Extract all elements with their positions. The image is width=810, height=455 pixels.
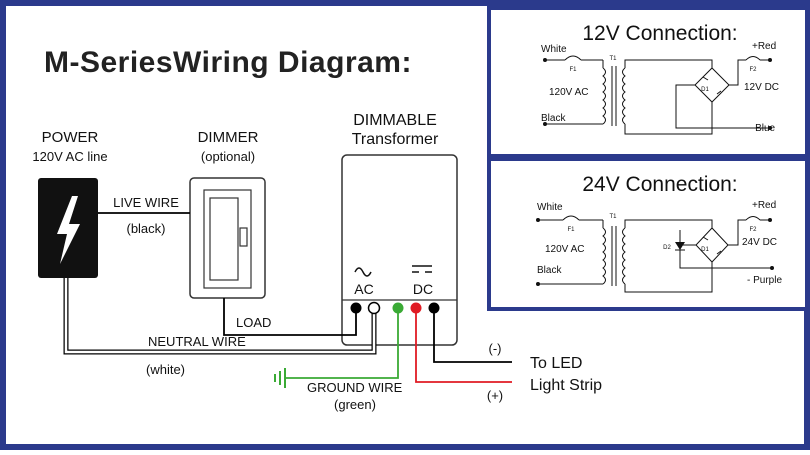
panel-24v-ac: 120V AC: [545, 244, 584, 255]
panel-24v-schematic: [538, 215, 772, 293]
panel-12v-f1: F1: [569, 67, 577, 73]
ac-symbol-icon: [354, 267, 372, 277]
neutral-wire-label: NEUTRAL WIRE: [148, 334, 246, 349]
panel-12v-node-black: [543, 122, 547, 126]
panel-24v-node-purple: [770, 266, 774, 270]
panel-12v-schematic: [545, 55, 770, 135]
panel-12v-ac: 120V AC: [549, 87, 588, 98]
panel-24v-d1: D1: [701, 247, 709, 253]
panel-24v-neg: - Purple: [747, 275, 782, 286]
transformer-box: [341, 154, 458, 346]
panel-24v-f2: F2: [749, 227, 757, 233]
ground-wire-color: (green): [334, 397, 376, 412]
transformer-title-line1: DIMMABLE: [353, 112, 437, 129]
panel-12v-white: White: [541, 44, 567, 55]
panel-12v-t1: T1: [609, 56, 617, 62]
dc-negative-wire: [433, 308, 512, 363]
dc-symbol-icon: [412, 265, 432, 273]
panel-12v-node-blue: [768, 126, 772, 130]
led-plus-label: (+): [487, 388, 503, 403]
panel-24v-white: White: [537, 202, 563, 213]
led-minus-label: (-): [489, 341, 502, 356]
terminal-ac-neutral: [367, 301, 381, 315]
transformer-title-line2: Transformer: [352, 131, 439, 148]
terminal-ac-live: [350, 302, 362, 314]
dc-positive-wire: [415, 308, 512, 383]
panel-12v-node-red: [768, 58, 772, 62]
dc-label: DC: [413, 281, 433, 297]
panel-24v-dc: 24V DC: [742, 237, 777, 248]
neutral-wire-color: (white): [146, 362, 185, 377]
page-title: M-SeriesWiring Diagram:: [44, 46, 412, 79]
ground-symbol-icon: [274, 368, 286, 388]
dimmer-slider[interactable]: [239, 227, 248, 247]
terminal-ground: [392, 302, 404, 314]
panel-24v-f1: F1: [567, 227, 575, 233]
neutral-wire: [64, 278, 376, 354]
zener-diode-icon: [675, 242, 685, 251]
panel-12v-black: Black: [541, 113, 566, 124]
panel-12v-title: 12V Connection:: [582, 22, 737, 45]
ground-wire-label: GROUND WIRE: [307, 380, 403, 395]
terminal-dc-positive: [410, 302, 422, 314]
panel-24v-red: +Red: [752, 200, 776, 211]
lightning-bolt-icon: [57, 196, 80, 264]
panel-24v-d2: D2: [663, 245, 671, 251]
load-wire: [223, 298, 357, 336]
panel-24v: [487, 157, 809, 311]
dimmer-subtitle: (optional): [201, 149, 255, 164]
panel-24v-node-black: [536, 282, 540, 286]
panel-24v-node-red: [768, 218, 772, 222]
terminal-dc-negative: [428, 302, 440, 314]
panel-12v-dc: 12V DC: [744, 82, 779, 93]
panel-24v-node-white: [536, 218, 540, 222]
panel-24v-title: 24V Connection:: [582, 173, 737, 196]
led-label-line1: To LED: [530, 355, 582, 372]
panel-24v-black: Black: [537, 265, 562, 276]
led-label-line2: Light Strip: [530, 377, 602, 394]
load-label: LOAD: [236, 315, 271, 330]
panel-12v-red: +Red: [752, 41, 776, 52]
panel-12v-node-white: [543, 58, 547, 62]
live-wire-label: LIVE WIRE: [113, 195, 179, 210]
dimmer-title: DIMMER: [198, 129, 259, 146]
panel-12v: [487, 6, 809, 158]
ac-label: AC: [354, 281, 373, 297]
ground-wire: [285, 308, 399, 379]
live-wire-color: (black): [126, 221, 165, 236]
panel-12v-neg: - Blue: [749, 123, 776, 134]
power-subtitle: 120V AC line: [32, 149, 107, 164]
panel-24v-t1: T1: [609, 214, 617, 220]
panel-12v-d1: D1: [701, 87, 709, 93]
dimmer-rocker[interactable]: [209, 197, 239, 281]
panel-12v-f2: F2: [749, 67, 757, 73]
power-title: POWER: [42, 129, 99, 146]
